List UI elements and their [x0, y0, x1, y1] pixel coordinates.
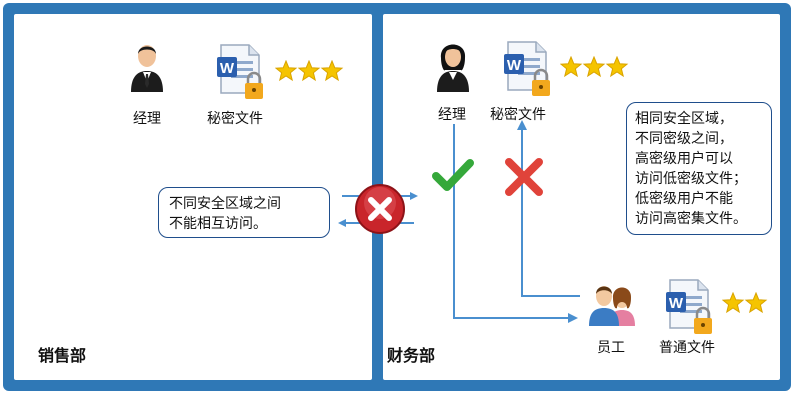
note-line: 不同密级之间，: [635, 131, 733, 147]
cross-zone-note: 不同安全区域之间 不能相互访问。: [158, 187, 330, 238]
employees-icon: [587, 280, 639, 326]
note-line: 不能相互访问。: [169, 216, 267, 232]
sales-manager-label: 经理: [133, 111, 161, 127]
word-locked-file-icon: W: [502, 40, 554, 98]
secret-level-stars: [560, 56, 630, 78]
common-file-label: 普通文件: [659, 340, 715, 356]
manager-icon: [127, 38, 167, 92]
common-level-stars: [722, 292, 768, 314]
check-icon: [432, 158, 474, 194]
cross-icon: [503, 156, 545, 198]
svg-text:W: W: [669, 295, 684, 312]
employee-label: 员工: [597, 340, 625, 356]
note-line: 访问高密集文件。: [635, 211, 747, 227]
svg-text:W: W: [507, 57, 522, 74]
manager-icon: [433, 36, 473, 92]
same-zone-note: 相同安全区域， 不同密级之间， 高密级用户可以 访问低密级文件； 低密级用户不能…: [626, 102, 772, 235]
finance-secret-file-label: 秘密文件: [490, 107, 546, 123]
note-line: 相同安全区域，: [635, 111, 733, 127]
note-line: 高密级用户可以: [635, 151, 733, 167]
sales-department-label: 销售部: [38, 346, 87, 365]
sales-secret-file-label: 秘密文件: [207, 111, 263, 127]
access-flow-arrows: [440, 120, 590, 330]
svg-text:W: W: [220, 60, 235, 77]
note-line: 低密级用户不能: [635, 191, 733, 207]
word-locked-file-icon: W: [215, 43, 267, 101]
note-line: 不同安全区域之间: [169, 196, 281, 212]
finance-department-label: 财务部: [387, 346, 436, 365]
secret-level-stars: [275, 60, 345, 82]
note-line: 访问低密级文件；: [635, 171, 747, 187]
finance-manager-label: 经理: [438, 107, 466, 123]
word-locked-file-icon: W: [664, 278, 716, 336]
blocked-circle-icon: [354, 183, 406, 235]
